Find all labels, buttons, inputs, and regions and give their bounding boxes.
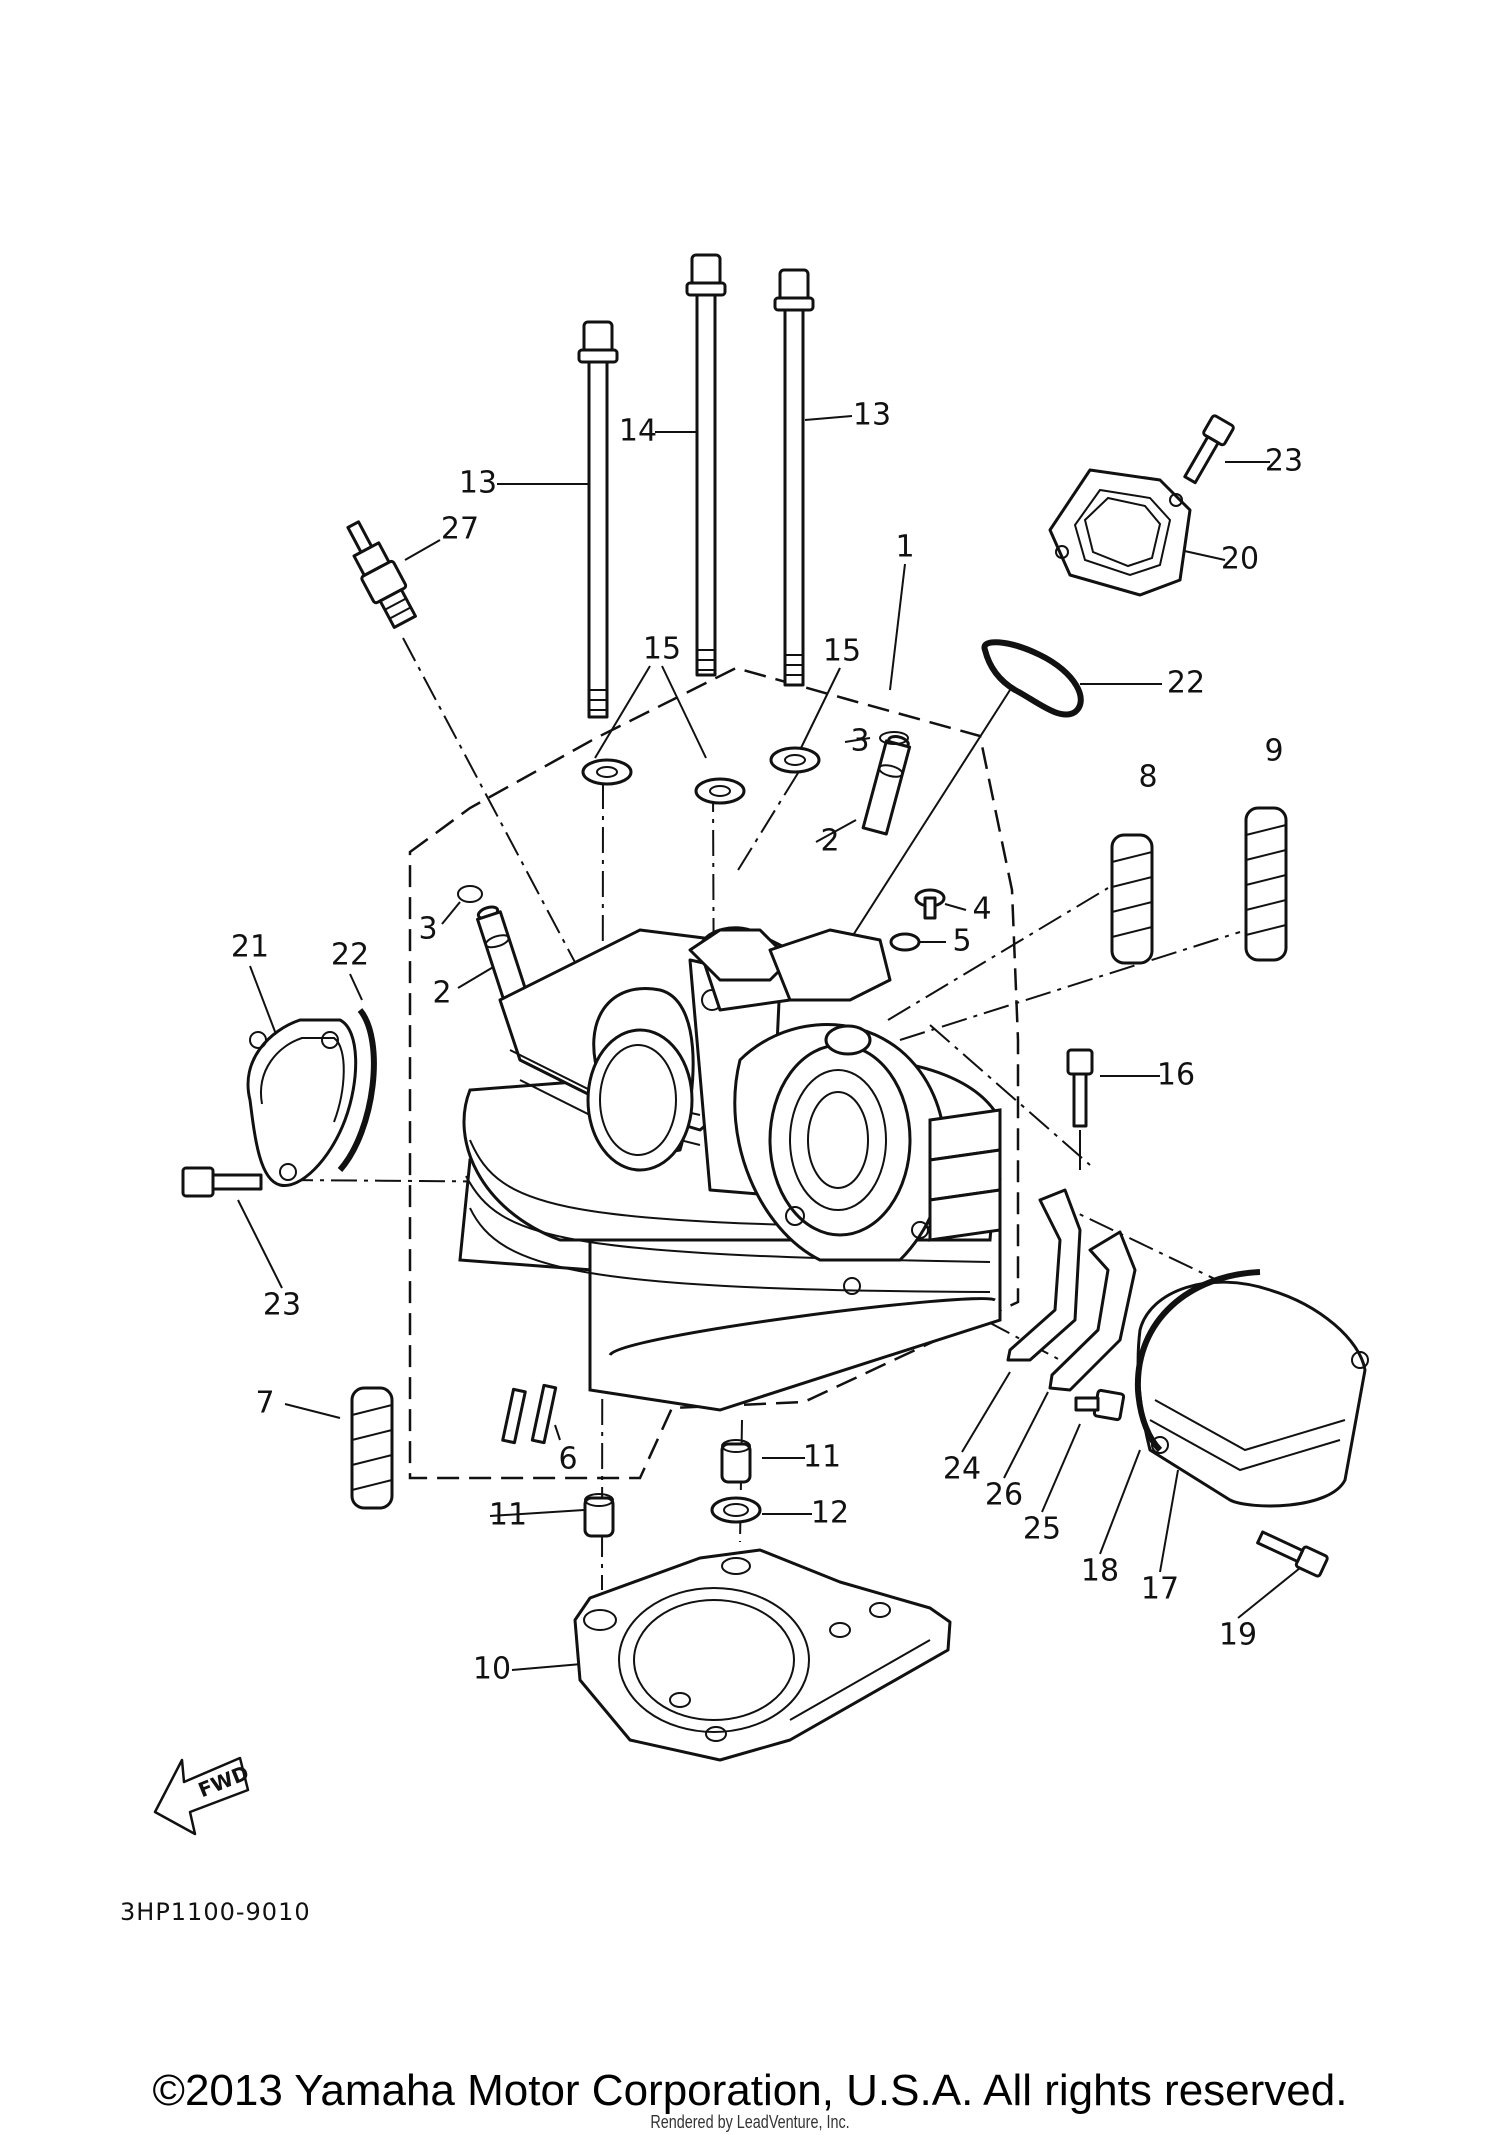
callout-19: 19 — [1219, 1618, 1257, 1653]
cylinder-head-1 — [458, 926, 1002, 1412]
diagram-code: 3HP1100-9010 — [120, 1898, 311, 1926]
gasket-26 — [1048, 1230, 1137, 1392]
spark-plug-27 — [346, 520, 417, 629]
callout-11a: 11 — [803, 1440, 841, 1475]
callout-4: 4 — [972, 892, 991, 927]
callout-18: 18 — [1081, 1554, 1119, 1589]
intake-joint-20 — [1048, 468, 1192, 597]
head-bolt-13-right — [773, 268, 815, 687]
callout-13a: 13 — [459, 466, 497, 501]
callout-22a: 22 — [1167, 666, 1205, 701]
stud-4 — [914, 888, 946, 920]
callout-3a: 3 — [850, 724, 869, 759]
dowel-7 — [350, 1386, 394, 1510]
callout-17: 17 — [1141, 1572, 1179, 1607]
callout-21: 21 — [231, 930, 269, 965]
callout-23b: 23 — [263, 1288, 301, 1323]
washer-12 — [710, 1496, 762, 1524]
gasket-22-top — [981, 639, 1084, 718]
valve-guide-2-left — [476, 905, 528, 1001]
callout-27: 27 — [441, 512, 479, 547]
callout-22b: 22 — [331, 938, 369, 973]
callout-15b: 15 — [823, 634, 861, 669]
callout-2b: 2 — [432, 976, 451, 1011]
gasket-22-left — [337, 1008, 377, 1172]
assembly-boundary-dashed — [408, 666, 1020, 1480]
bolt-23-top — [1183, 414, 1235, 485]
callout-25: 25 — [1023, 1512, 1061, 1547]
callout-12: 12 — [811, 1496, 849, 1531]
callout-24: 24 — [943, 1452, 981, 1487]
callout-3b: 3 — [418, 912, 437, 947]
bolt-25 — [1074, 1388, 1126, 1422]
callout-16: 16 — [1157, 1058, 1195, 1093]
circlip-3-left — [457, 885, 483, 903]
head-gasket-10 — [573, 1548, 952, 1762]
dowel-11-right — [720, 1439, 752, 1484]
gasket-24 — [1006, 1188, 1082, 1362]
callout-8: 8 — [1138, 760, 1157, 795]
forward-direction-arrow: FWD — [153, 1756, 252, 1836]
head-bolts-13-14 — [577, 253, 815, 719]
callout-1: 1 — [895, 530, 914, 565]
callout-2a: 2 — [820, 824, 839, 859]
callout-26: 26 — [985, 1478, 1023, 1513]
bolt-23-left — [181, 1166, 263, 1198]
callout-13b: 13 — [853, 398, 891, 433]
side-cover-17 — [1136, 1280, 1369, 1508]
callout-5: 5 — [952, 924, 971, 959]
washers-15 — [581, 746, 821, 805]
callout-9: 9 — [1264, 734, 1283, 769]
dowel-pins-6 — [501, 1383, 558, 1445]
circlip-3-right — [879, 731, 909, 745]
washer-5 — [889, 932, 921, 952]
o-ring-18 — [1134, 1269, 1261, 1453]
callout-14: 14 — [619, 414, 657, 449]
copyright-notice: ©2013 Yamaha Motor Corporation, U.S.A. A… — [152, 2066, 1348, 2115]
head-bolt-13-left — [577, 320, 619, 719]
callout-7: 7 — [255, 1386, 274, 1421]
head-bolt-14 — [685, 253, 727, 677]
rocker-shaft-9 — [1244, 806, 1288, 962]
callout-6: 6 — [558, 1442, 577, 1477]
valve-guide-2-right — [861, 735, 912, 836]
rendered-by-credit: Rendered by LeadVenture, Inc. — [650, 2112, 850, 2132]
callout-15a: 15 — [643, 632, 681, 667]
bolt-16 — [1066, 1048, 1094, 1128]
rocker-shaft-8 — [1110, 833, 1154, 965]
callout-10: 10 — [473, 1652, 511, 1687]
dowel-11-left — [583, 1493, 615, 1538]
tappet-cover-21 — [246, 1018, 358, 1188]
callout-23a: 23 — [1265, 444, 1303, 479]
bolt-19 — [1256, 1530, 1329, 1578]
callout-20: 20 — [1221, 542, 1259, 577]
callout-11b: 11 — [489, 1498, 527, 1533]
